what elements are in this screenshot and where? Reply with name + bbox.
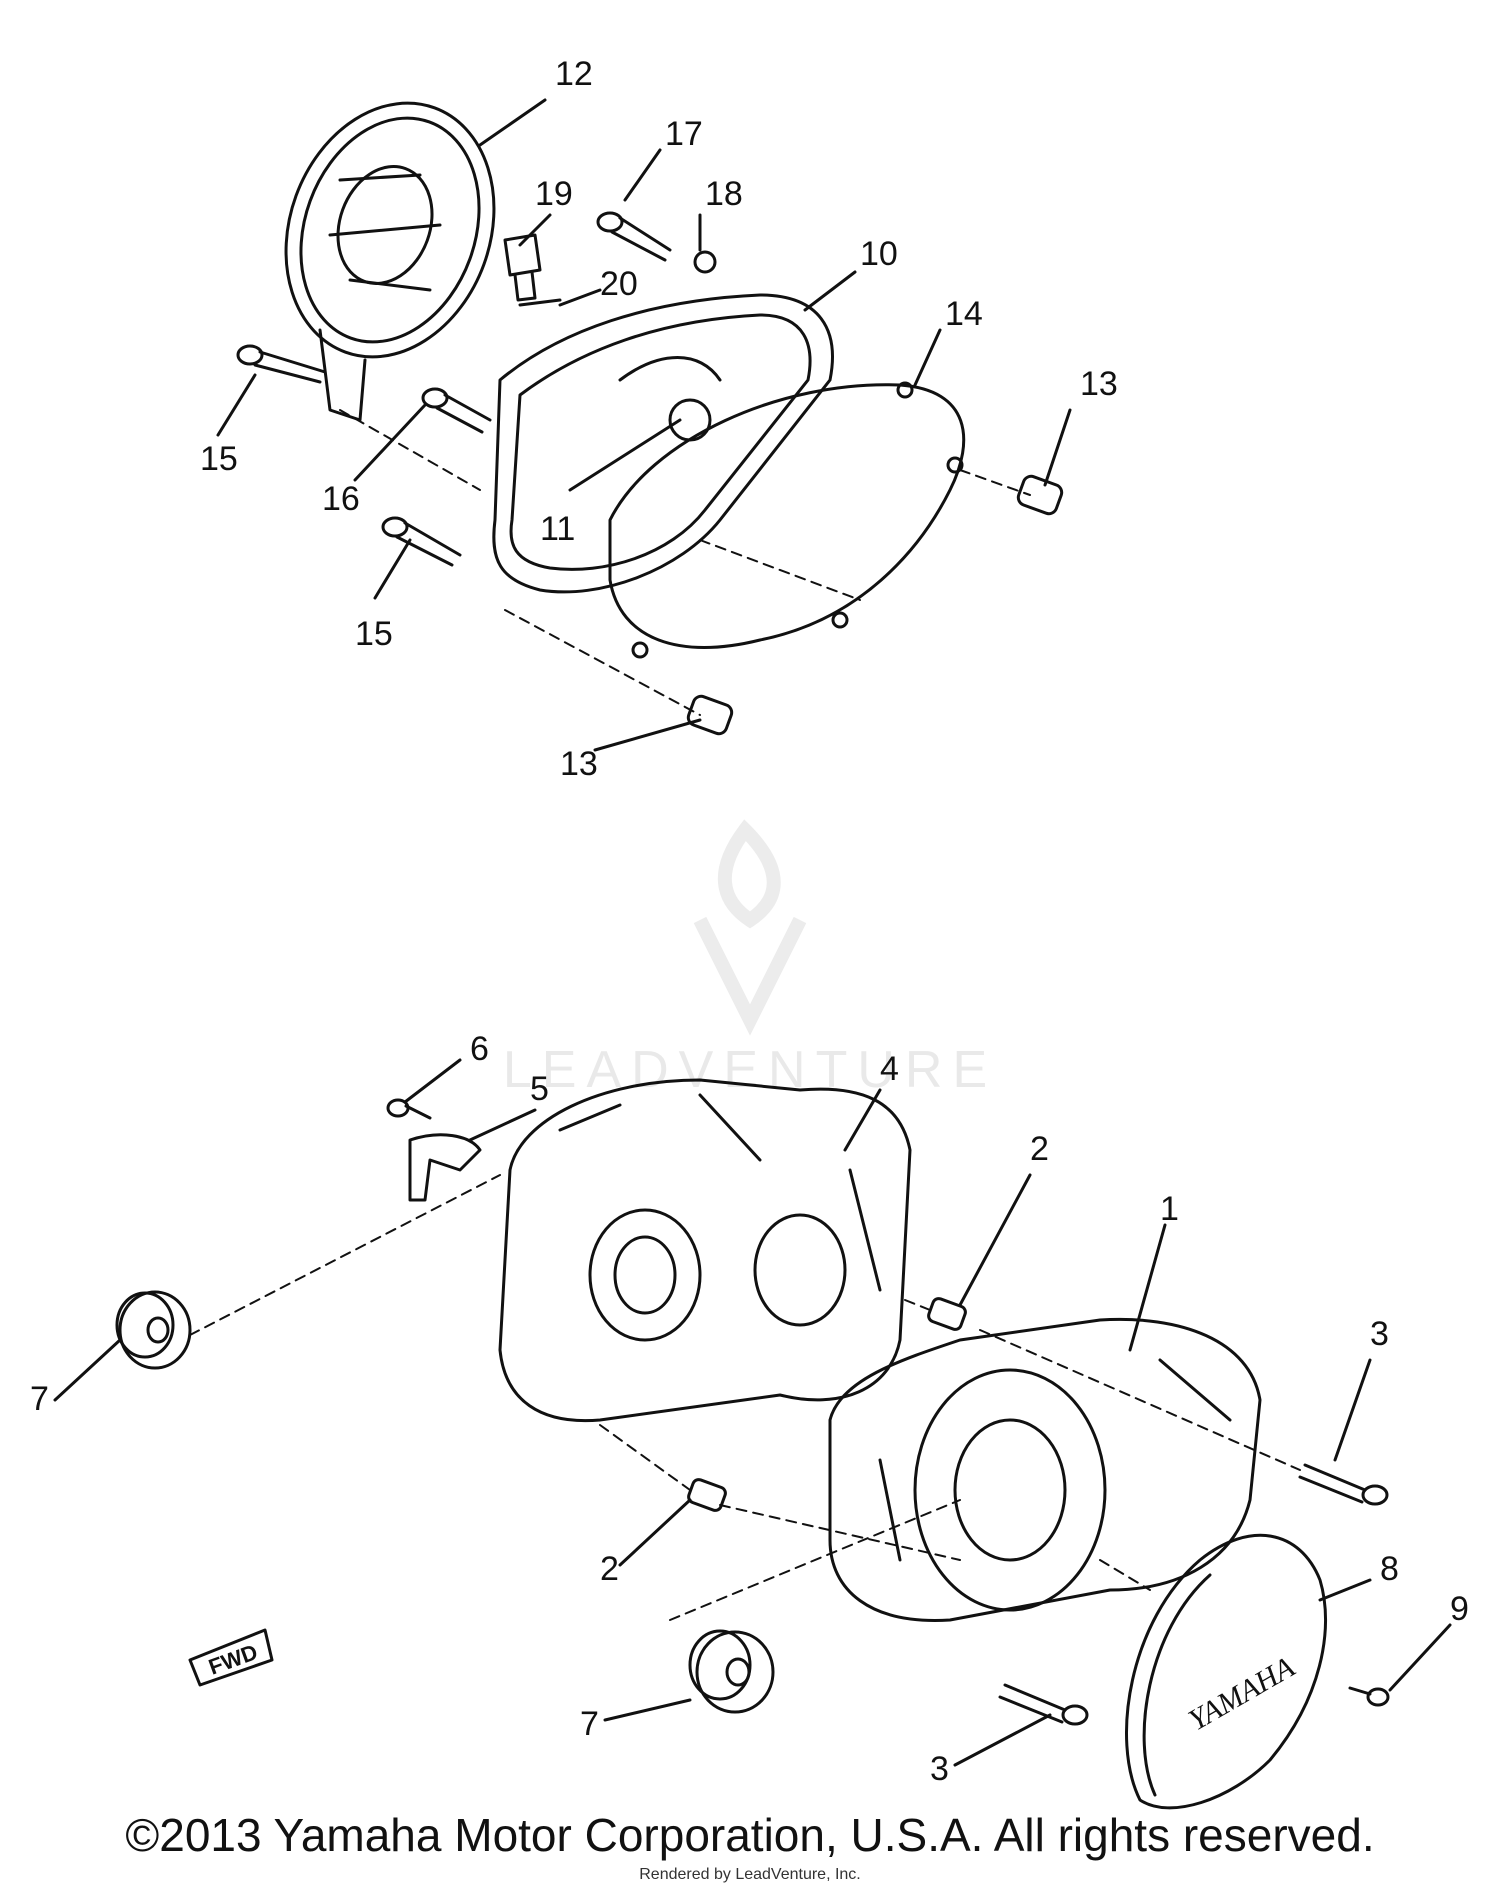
callout-1: 1: [1160, 1190, 1179, 1228]
callout-7: 7: [30, 1380, 49, 1418]
callout-5: 5: [530, 1070, 549, 1108]
callout-3: 3: [1370, 1315, 1389, 1353]
part-20-o-ring: [518, 298, 562, 307]
part-7-bearing-left: [115, 1290, 192, 1370]
watermark-text: LEADVENTURE: [502, 1041, 998, 1099]
part-1-crankcase-right: [828, 1317, 1262, 1622]
callout-13: 13: [1080, 365, 1118, 403]
part-3-bolt-lower: [998, 1683, 1089, 1726]
callout-7: 7: [580, 1705, 599, 1743]
copyright-text: ©2013 Yamaha Motor Corporation, U.S.A. A…: [125, 1809, 1375, 1861]
credit-text: Rendered by LeadVenture, Inc.: [639, 1866, 861, 1883]
callout-14: 14: [945, 295, 983, 333]
part-14-gasket: [608, 381, 966, 659]
part-13-dowel-upper: [1016, 474, 1064, 516]
part-15-bolt-upper: [236, 344, 327, 384]
part-13-dowel-lower: [686, 694, 734, 736]
part-2-dowel-upper: [927, 1297, 967, 1331]
callout-20: 20: [600, 265, 638, 303]
callout-2: 2: [600, 1550, 619, 1588]
callout-19: 19: [535, 175, 573, 213]
part-4-crankcase-left: [498, 1078, 912, 1423]
part-16-bolt: [421, 387, 492, 434]
callout-9: 9: [1450, 1590, 1469, 1628]
callout-12: 12: [555, 55, 593, 93]
callout-2: 2: [1030, 1130, 1049, 1168]
leader-lines: [53, 98, 1452, 1767]
part-3-bolt-right: [1298, 1463, 1389, 1506]
cover-brand-label: YAMAHA: [1183, 1650, 1301, 1737]
callout-4: 4: [880, 1050, 899, 1088]
part-8-yamaha-cover: [1125, 1533, 1328, 1810]
part-17-bolt: [596, 211, 672, 262]
assembly-lines-lower: [189, 1174, 1301, 1621]
part-7-bearing-right: [688, 1629, 775, 1714]
part-6-bolt: [386, 1098, 432, 1120]
watermark-logo: [693, 819, 807, 1036]
callout-15: 15: [355, 615, 393, 653]
callout-8: 8: [1380, 1550, 1399, 1588]
fwd-arrow-icon: [188, 1628, 274, 1687]
part-9-screw: [1348, 1686, 1390, 1707]
callout-13: 13: [560, 745, 598, 783]
callout-17: 17: [665, 115, 703, 153]
callout-18: 18: [705, 175, 743, 213]
callout-3: 3: [930, 1750, 949, 1788]
callout-16: 16: [322, 480, 360, 518]
callout-11: 11: [540, 510, 575, 548]
part-12-fan-shroud: [284, 101, 496, 422]
part-19-plug: [503, 233, 542, 302]
assembly-lines-upper: [339, 409, 1031, 716]
part-18-washer: [693, 250, 717, 274]
part-15-bolt-lower: [381, 516, 462, 567]
callout-6: 6: [470, 1030, 489, 1068]
callout-10: 10: [860, 235, 898, 273]
callout-15: 15: [200, 440, 238, 478]
part-5-fork: [408, 1133, 482, 1202]
part-2-dowel-lower: [687, 1478, 727, 1512]
